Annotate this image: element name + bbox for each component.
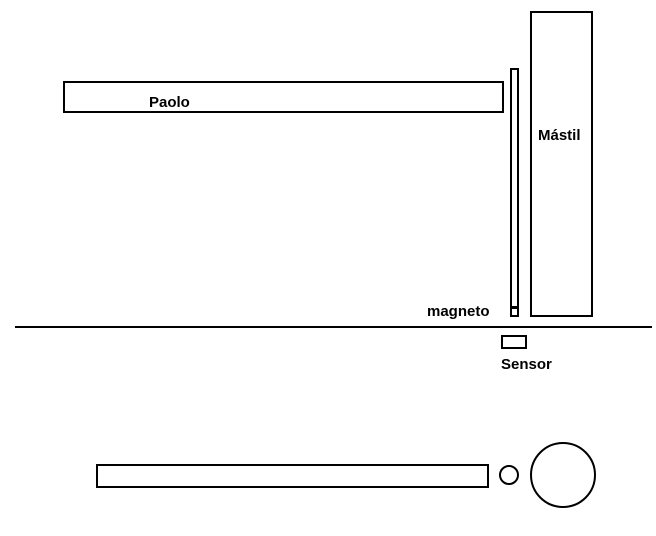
paolo-label: Paolo: [149, 94, 190, 111]
paolo-bar: [63, 81, 504, 113]
sensor-label: Sensor: [501, 356, 552, 373]
magnet-rod: [510, 68, 519, 308]
large-circle: [530, 442, 596, 508]
mastil-label: Mástil: [538, 127, 581, 144]
small-circle: [499, 465, 519, 485]
sensor-box: [501, 335, 527, 349]
magneto-label: magneto: [427, 303, 490, 320]
bottom-bar: [96, 464, 489, 488]
magnet-tip: [510, 307, 519, 317]
mastil-post: [530, 11, 593, 317]
